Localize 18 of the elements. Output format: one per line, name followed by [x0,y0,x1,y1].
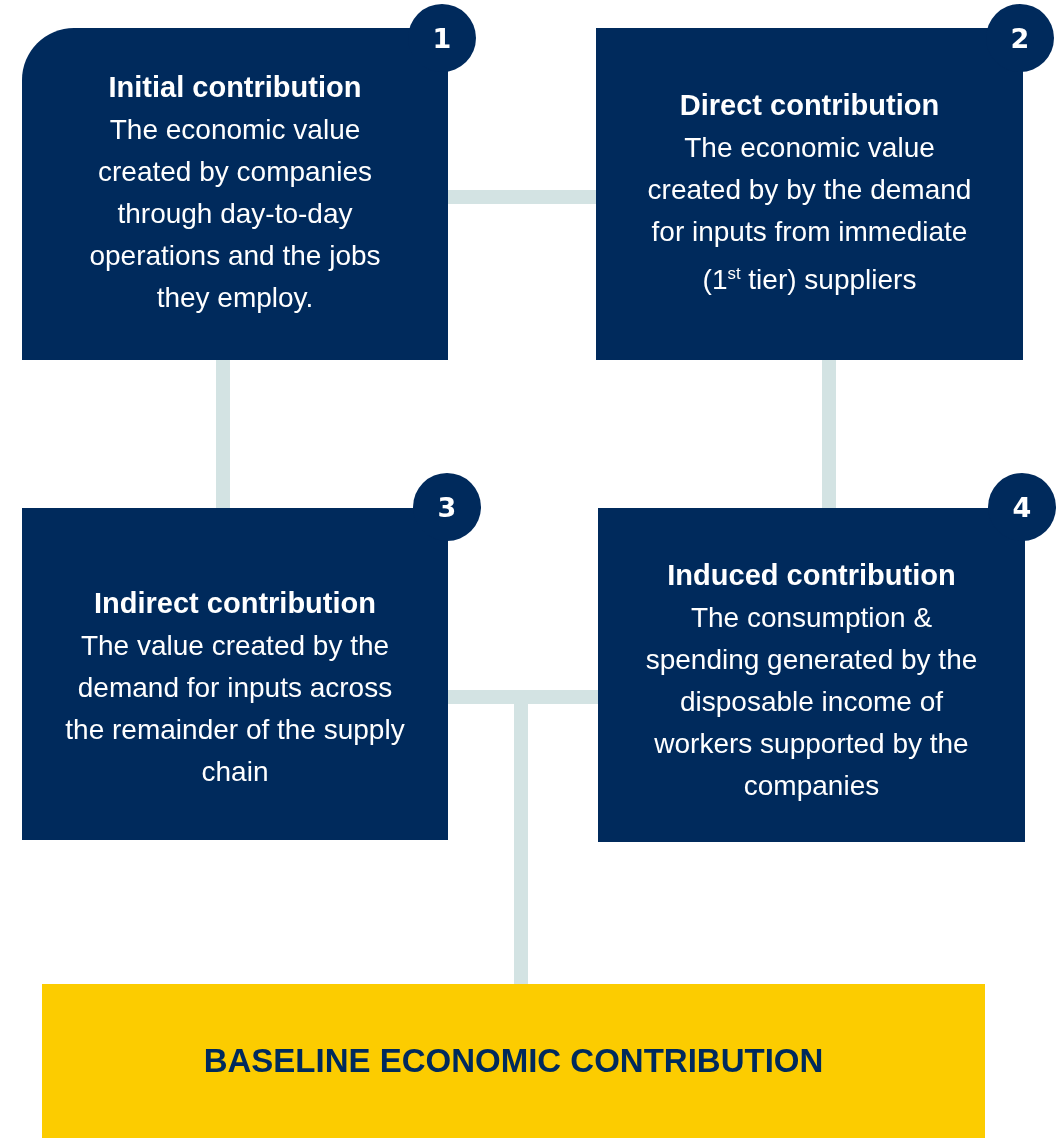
number-badge: 3 [413,473,481,541]
result-banner [42,984,985,1138]
number-badge: 4 [988,473,1056,541]
contribution-card [22,28,448,360]
card-text: The economic value created by by the demand for inputs from immediate (1$^{st}$ tier) suppliers [646,130,973,298]
card-heading: Indirect contribution [94,586,376,621]
card-text: The consumption & spending generated by the disposable income of workers supported by the companies [644,601,979,803]
connector-line [216,360,230,508]
card-heading: Induced contribution [667,558,956,593]
banner-text: BASELINE ECONOMIC CONTRIBUTION [203,1042,824,1080]
number-badge: 2 [986,4,1054,72]
card-heading: Direct contribution [679,87,940,123]
number-badge: 1 [408,4,476,72]
connector-line [448,190,596,204]
connector-line [822,360,836,508]
card-text: The economic value created by companies through day-to-day operations and the jobs they employ. [88,113,382,315]
card-text: The value created by the demand for inputs across the remainder of the supply chain [64,629,406,789]
card-heading: Initial contribution [108,70,362,105]
